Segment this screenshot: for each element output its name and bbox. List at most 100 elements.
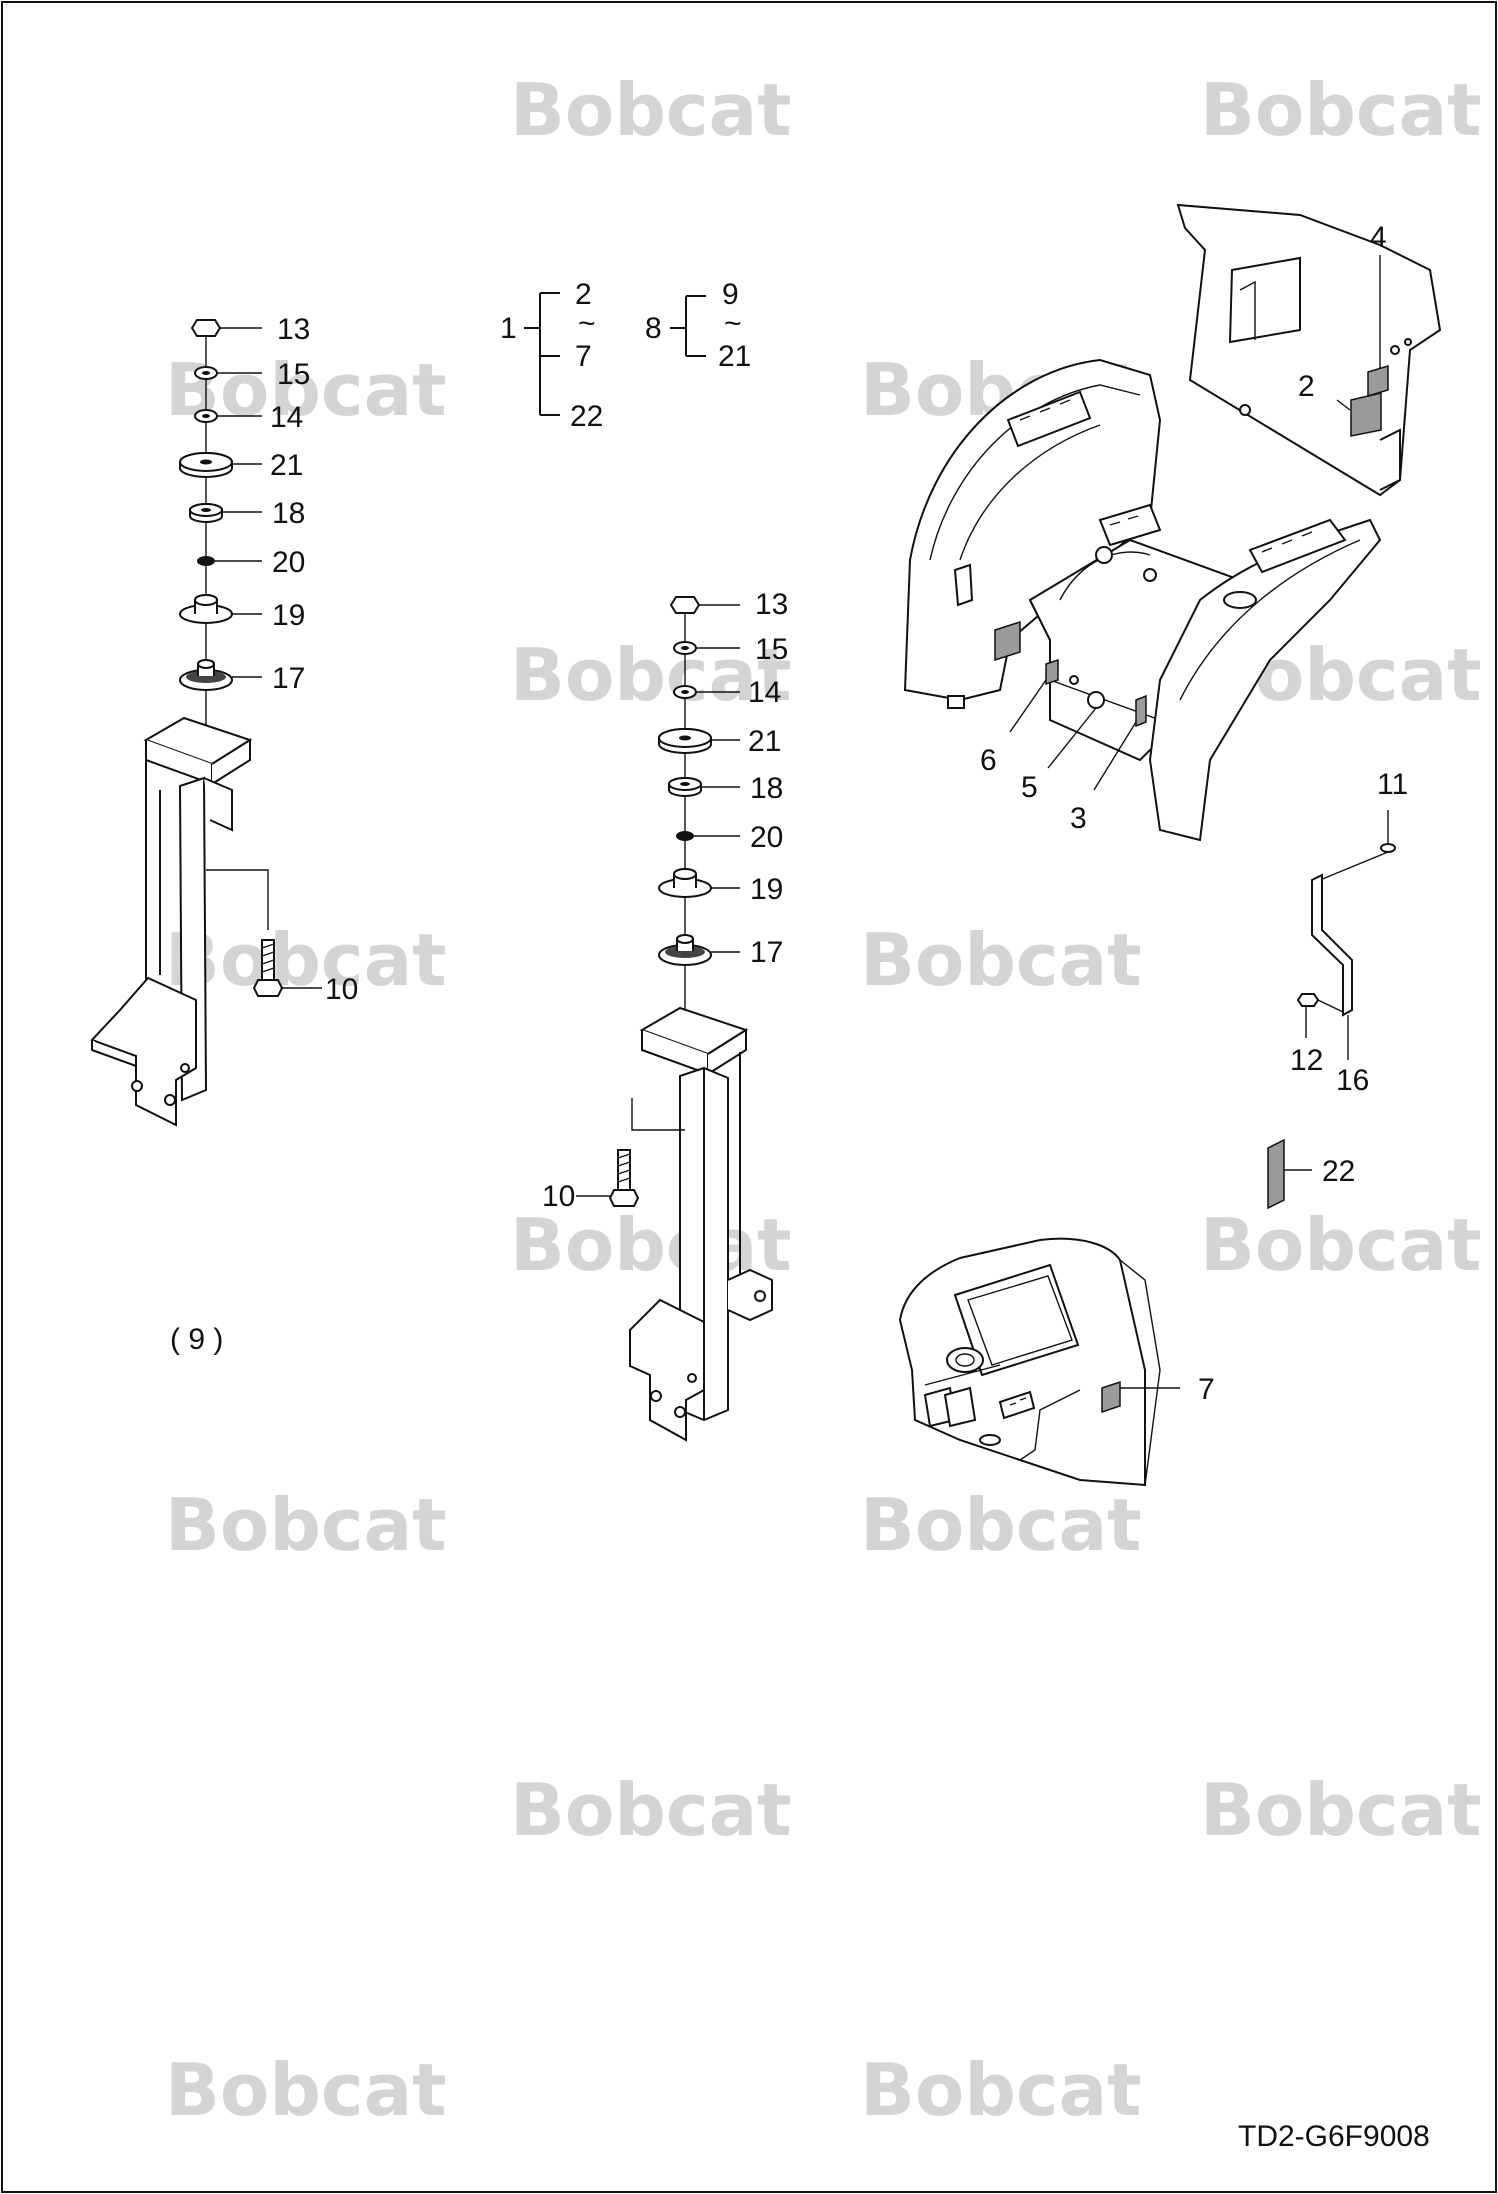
isolator-17 [179,659,233,691]
label-20: 20 [272,546,305,579]
decal-22: 22 [1267,1138,1355,1210]
cab-panel-assembly: 4 2 6 5 3 [903,203,1442,842]
screw-11 [1380,810,1396,853]
lock-washer-15 [194,366,218,380]
bolt-10 [206,869,284,997]
nut-13 [190,319,222,337]
label-2: 2 [1298,370,1315,403]
svg-text:7: 7 [575,340,592,373]
label-17: 17 [750,936,783,969]
svg-text:Bobcat: Bobcat [165,918,447,1002]
ring-20 [676,831,694,841]
label-5: 5 [1021,771,1038,804]
label-14: 14 [748,676,781,709]
watermark: Bobcat [860,2048,1142,2132]
spacer-18 [189,503,223,523]
svg-text:Bobcat: Bobcat [1200,1768,1482,1852]
svg-text:Bobcat: Bobcat [860,2048,1142,2132]
nut-13 [669,596,701,614]
washer-14 [194,409,218,423]
svg-text:Bobcat: Bobcat [860,918,1142,1002]
svg-text:2: 2 [575,278,592,311]
assembly-group-1: 1 2 ~ 7 22 [500,278,603,433]
label-3: 3 [1070,802,1087,835]
watermark: Bobcat [510,1768,792,1852]
decal-left-fender [994,620,1021,662]
bracket-16 [1311,873,1353,1017]
leader-lines [215,327,262,678]
watermark: Bobcat [860,1483,1142,1567]
decal-7 [1101,1380,1121,1414]
svg-text:~: ~ [724,307,742,340]
label-15: 15 [755,633,788,666]
label-22: 22 [1322,1155,1355,1188]
svg-text:9: 9 [722,278,739,311]
center-mount-stack: 13 15 14 21 18 20 19 17 10 [542,588,788,1442]
dashboard-assembly: 7 [898,1237,1215,1487]
svg-text:Bobcat: Bobcat [510,1768,792,1852]
label-19: 19 [272,599,305,632]
svg-text:21: 21 [718,340,751,373]
label-17: 17 [272,662,305,695]
watermark: Bobcat [165,1483,447,1567]
label-18: 18 [750,772,783,805]
svg-text:Bobcat: Bobcat [510,633,792,717]
label-15: 15 [277,358,310,391]
center-support-pillar [629,1006,773,1442]
label-14: 14 [270,401,303,434]
svg-text:Bobcat: Bobcat [165,1483,447,1567]
left-mount-stack: 13 15 14 21 18 20 19 17 10 [90,313,358,1127]
label-7: 7 [1198,1373,1215,1406]
watermark: Bobcat [510,633,792,717]
left-support-pillar [90,716,253,1127]
decal-2 [1350,392,1382,437]
svg-text:Bobcat: Bobcat [510,68,792,152]
watermark: Bobcat [860,918,1142,1002]
watermark: Bobcat [165,918,447,1002]
label-4: 4 [1370,221,1387,254]
watermark: Bobcat [1200,1768,1482,1852]
isolator-19 [658,868,712,898]
label-16: 16 [1336,1064,1369,1097]
svg-text:22: 22 [570,400,603,433]
watermark: Bobcat [1200,68,1482,152]
label-20: 20 [750,821,783,854]
bracket-assembly: 11 12 16 [1290,768,1408,1097]
washer-21 [179,452,233,478]
label-10: 10 [325,973,358,1006]
svg-text:Bobcat: Bobcat [1200,68,1482,152]
svg-text:1: 1 [500,312,517,345]
isolator-17 [658,934,712,966]
label-13: 13 [277,313,310,346]
decal-6 [1045,658,1059,686]
washer-14 [673,685,697,699]
figure-code: TD2-G6F9008 [1238,2120,1430,2153]
svg-text:Bobcat: Bobcat [165,2048,447,2132]
svg-text:8: 8 [645,312,662,345]
watermark: Bobcat [510,68,792,152]
decal-5 [1087,691,1105,709]
label-19: 19 [750,873,783,906]
decal-3 [1135,694,1147,728]
svg-text:Bobcat: Bobcat [860,1483,1142,1567]
svg-text:~: ~ [578,307,596,340]
washer-21 [658,728,712,754]
decal-4 [1367,364,1389,398]
label-21: 21 [270,449,303,482]
isolator-19 [179,594,233,624]
label-10: 10 [542,1180,575,1213]
leader-lines [694,604,740,953]
ring-20 [197,556,215,566]
watermark: Bobcat [165,2048,447,2132]
label-18: 18 [272,497,305,530]
svg-text:Bobcat: Bobcat [1200,1203,1482,1287]
watermark: Bobcat [1200,1203,1482,1287]
quantity-note: ( 9 ) [170,1323,223,1356]
assembly-group-8: 8 9 ~ 21 [645,278,751,373]
label-6: 6 [980,744,997,777]
bolt-10 [608,1098,685,1207]
label-21: 21 [748,725,781,758]
spacer-18 [668,777,702,797]
